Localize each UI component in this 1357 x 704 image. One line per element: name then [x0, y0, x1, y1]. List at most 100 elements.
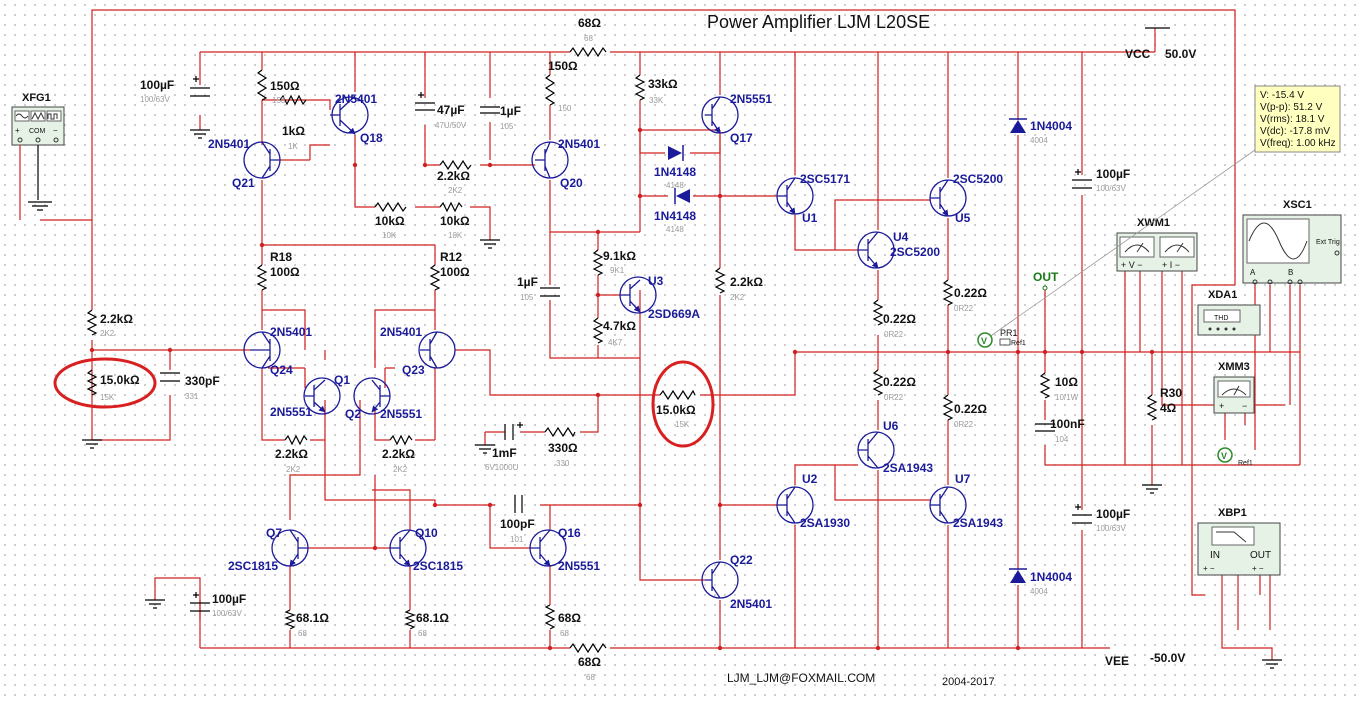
svg-text:1µF: 1µF — [500, 104, 521, 118]
svg-text:9.1kΩ: 9.1kΩ — [603, 249, 636, 263]
svg-text:−: − — [53, 126, 58, 135]
svg-text:V(freq): 1.00 kHz: V(freq): 1.00 kHz — [1260, 138, 1336, 149]
svg-text:2N5401: 2N5401 — [270, 325, 312, 339]
svg-text:4004: 4004 — [1030, 587, 1048, 596]
svg-text:2SC5200: 2SC5200 — [953, 172, 1003, 186]
ground-symbols — [28, 27, 1282, 669]
q7-symbol — [271, 529, 309, 566]
transistor-symbols — [243, 95, 967, 599]
svg-text:1N4004: 1N4004 — [1030, 119, 1072, 133]
svg-text:U7: U7 — [955, 472, 971, 486]
xbp1-bode-plotter[interactable]: XBP1 IN OUT + − + − — [1197, 507, 1281, 576]
u7-symbol — [929, 486, 967, 524]
vcc-value: 50.0V — [1165, 47, 1196, 61]
svg-text:A: A — [1250, 268, 1256, 277]
svg-text:2.2kΩ: 2.2kΩ — [275, 447, 308, 461]
resistor-symbols — [86, 46, 1158, 654]
svg-text:V(dc): -17.8 mV: V(dc): -17.8 mV — [1260, 126, 1330, 137]
xmm3-multimeter[interactable]: XMM3 + − — [1213, 361, 1255, 414]
svg-text:V: V — [1221, 451, 1227, 461]
svg-text:0.22Ω: 0.22Ω — [883, 312, 916, 326]
svg-text:XMM3: XMM3 — [1218, 361, 1250, 373]
junction-dots — [89, 127, 1155, 651]
svg-text:Q24: Q24 — [270, 363, 293, 377]
svg-text:0.22Ω: 0.22Ω — [954, 402, 987, 416]
svg-text:101: 101 — [510, 535, 524, 544]
svg-text:100pF: 100pF — [500, 517, 535, 531]
svg-text:2.2kΩ: 2.2kΩ — [382, 447, 415, 461]
svg-text:V: -15.4 V: V: -15.4 V — [1260, 90, 1304, 101]
svg-text:330: 330 — [556, 459, 570, 468]
vee-net-label: VEE — [1105, 654, 1129, 668]
svg-text:10kΩ: 10kΩ — [375, 214, 405, 228]
svg-text:331: 331 — [185, 392, 199, 401]
svg-text:68: 68 — [418, 629, 427, 638]
svg-text:Q21: Q21 — [232, 176, 255, 190]
svg-text:Q10: Q10 — [415, 526, 438, 540]
svg-text:U2: U2 — [802, 472, 818, 486]
svg-text:1K: 1K — [288, 142, 298, 151]
svg-text:2.2kΩ: 2.2kΩ — [437, 169, 470, 183]
svg-text:−: − — [1242, 401, 1247, 411]
svg-text:15K: 15K — [100, 393, 115, 402]
svg-text:Q18: Q18 — [360, 131, 383, 145]
svg-text:1N4004: 1N4004 — [1030, 570, 1072, 584]
svg-text:100µF: 100µF — [1096, 167, 1130, 181]
highlight-feedback-resistor — [651, 360, 715, 448]
u6-symbol — [857, 431, 895, 469]
xda1-distortion-analyzer[interactable]: XDA1 THD — [1197, 289, 1261, 336]
svg-text:10K: 10K — [382, 231, 397, 240]
svg-text:COM: COM — [29, 128, 46, 135]
u3-symbol — [619, 276, 657, 313]
svg-text:Q17: Q17 — [730, 131, 753, 145]
svg-text:47µF: 47µF — [437, 103, 465, 117]
svg-text:+ V −: + V − — [1121, 260, 1143, 270]
svg-text:U1: U1 — [802, 211, 818, 225]
svg-text:2N5551: 2N5551 — [270, 405, 312, 419]
svg-text:+: + — [15, 126, 20, 135]
svg-text:0R22: 0R22 — [884, 393, 904, 402]
svg-text:10Ω: 10Ω — [1055, 375, 1078, 389]
capacitor-symbols — [160, 76, 1092, 612]
q1-symbol — [303, 377, 341, 414]
svg-text:Ext Trig: Ext Trig — [1316, 239, 1340, 246]
svg-text:1kΩ: 1kΩ — [282, 124, 305, 138]
u2-symbol — [776, 486, 814, 524]
svg-text:15.0kΩ: 15.0kΩ — [656, 403, 696, 417]
svg-text:100nF: 100nF — [1050, 417, 1085, 431]
svg-text:15.0kΩ: 15.0kΩ — [100, 373, 140, 387]
xwm1-instrument[interactable]: XWM1 + V − + I − — [1116, 217, 1198, 272]
svg-text:Q7: Q7 — [266, 526, 282, 540]
svg-text:2K2: 2K2 — [100, 329, 115, 338]
svg-text:2K2: 2K2 — [393, 465, 408, 474]
xsc1-oscilloscope[interactable]: XSC1 Ext Trig A B — [1242, 199, 1342, 285]
svg-text:Ref1: Ref1 — [1238, 460, 1253, 467]
svg-text:B: B — [1288, 268, 1293, 277]
xfg1-instrument[interactable]: XFG1 + COM − — [11, 92, 65, 146]
q18-symbol — [330, 95, 369, 134]
svg-text:V(p-p): 51.2 V: V(p-p): 51.2 V — [1260, 102, 1323, 113]
voltage-probe-pr1[interactable]: V PR1 Ref1 — [977, 149, 1256, 348]
q24-symbol — [243, 331, 281, 369]
svg-text:2N5401: 2N5401 — [380, 325, 422, 339]
vcc-net-label: VCC — [1125, 47, 1151, 61]
svg-text:68: 68 — [298, 629, 307, 638]
svg-text:104: 104 — [1055, 435, 1069, 444]
svg-text:2K2: 2K2 — [448, 186, 463, 195]
svg-text:Q20: Q20 — [560, 176, 583, 190]
svg-text:Q1: Q1 — [334, 373, 350, 387]
svg-text:100/63V: 100/63V — [1096, 184, 1126, 193]
svg-text:47U/50V: 47U/50V — [435, 121, 467, 130]
svg-text:4004: 4004 — [1030, 136, 1048, 145]
svg-text:2N5551: 2N5551 — [380, 407, 422, 421]
svg-text:+: + — [1219, 401, 1224, 411]
svg-text:U5: U5 — [955, 211, 971, 225]
svg-text:330Ω: 330Ω — [548, 441, 578, 455]
svg-text:150Ω: 150Ω — [270, 79, 300, 93]
voltage-probe-2[interactable]: V Ref1 — [1217, 447, 1253, 467]
svg-text:2SA1943: 2SA1943 — [883, 461, 933, 475]
